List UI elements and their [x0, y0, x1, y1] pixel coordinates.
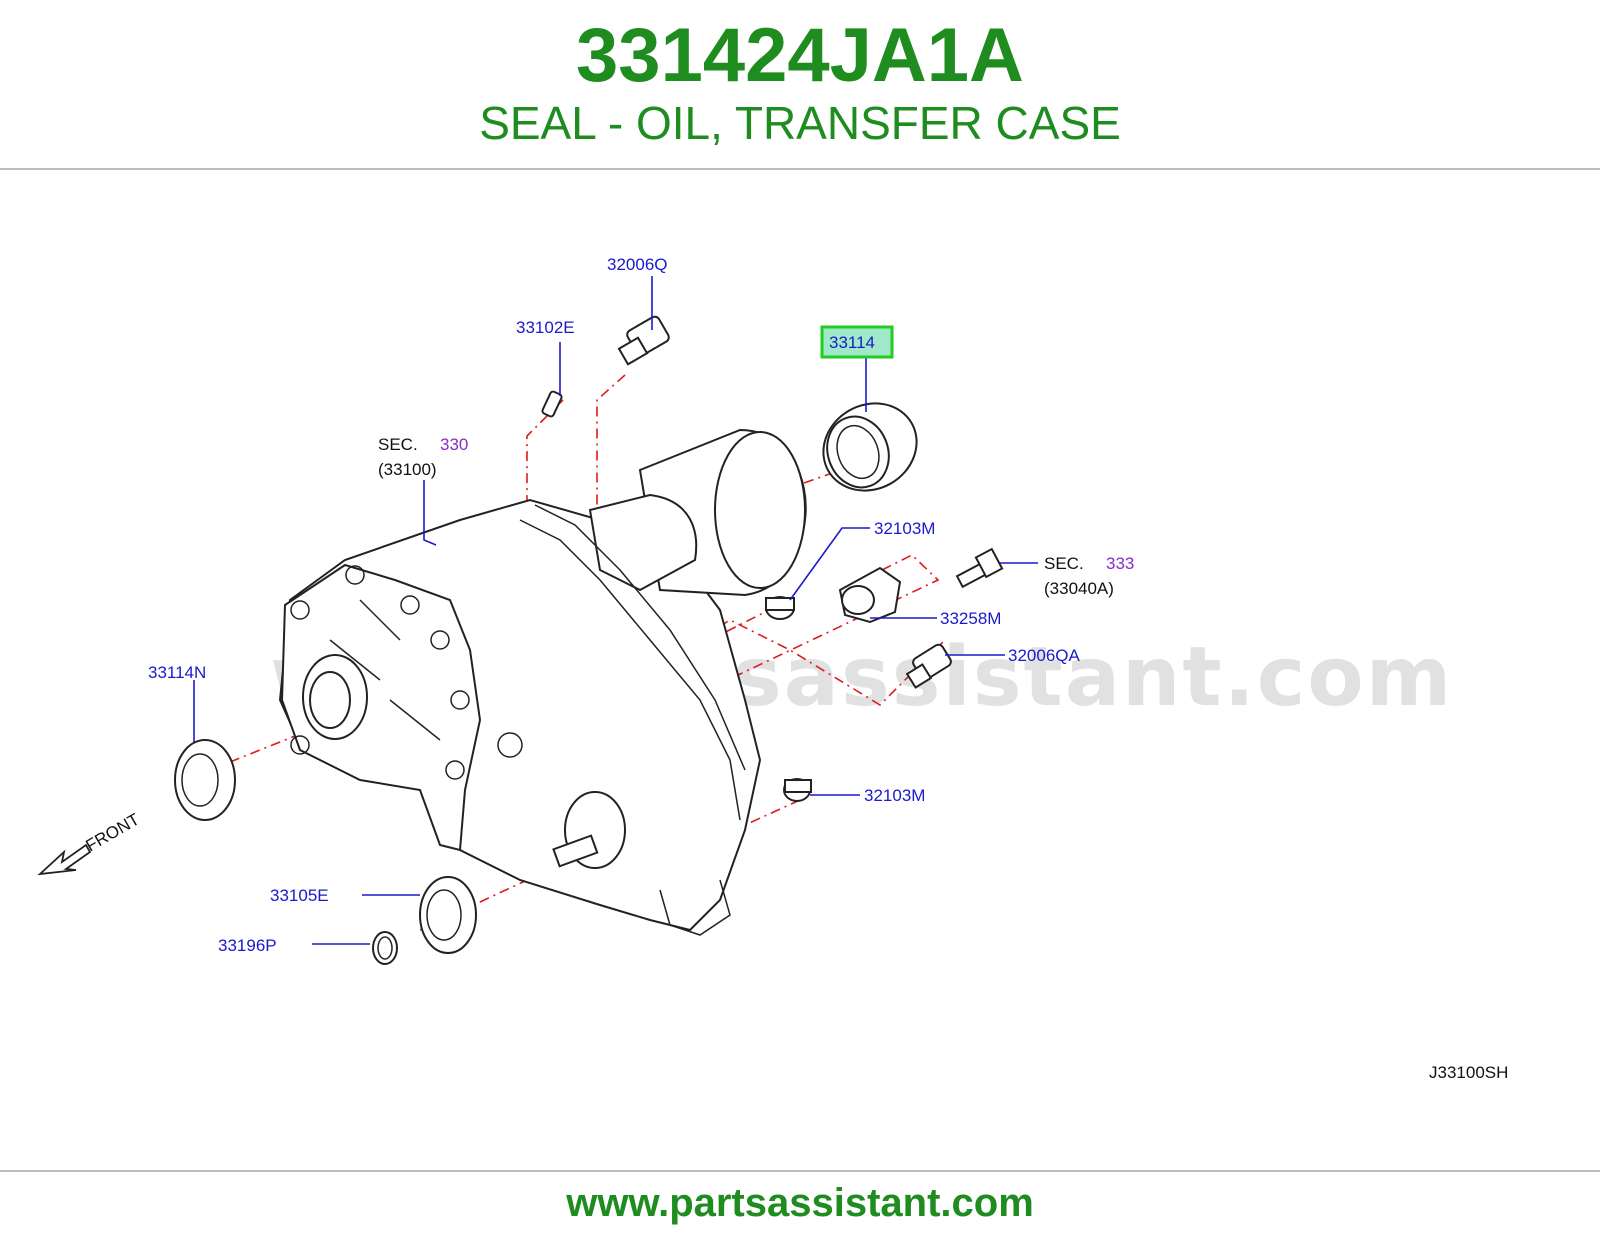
part-32103M-plug-bottom	[783, 778, 812, 802]
part-description: SEAL - OIL, TRANSFER CASE	[479, 97, 1121, 149]
label-32006Q[interactable]: 32006Q	[607, 255, 668, 274]
sec-330-prefix: SEC.	[378, 435, 418, 454]
part-33196P-o-ring	[372, 931, 398, 965]
label-33102E[interactable]: 33102E	[516, 318, 575, 337]
sec-333-sub: (33040A)	[1044, 579, 1114, 598]
sec-333-prefix: SEC.	[1044, 554, 1084, 573]
front-label: FRONT	[83, 810, 143, 856]
part-33040A-bolt	[955, 547, 1004, 589]
part-32103M-plug-top	[765, 596, 795, 620]
part-32006Q-switch	[617, 315, 670, 366]
header-divider	[0, 168, 1600, 170]
part-33258M-sensor	[838, 566, 902, 624]
label-33105E[interactable]: 33105E	[270, 886, 329, 905]
front-arrow-icon	[37, 843, 92, 876]
diagram-code: J33100SH	[1429, 1063, 1508, 1082]
part-33114-oil-seal	[822, 402, 918, 492]
label-33258M[interactable]: 33258M	[940, 609, 1001, 628]
label-32103M-top[interactable]: 32103M	[874, 519, 935, 538]
label-33114N[interactable]: 33114N	[148, 663, 206, 682]
footer-divider	[0, 1170, 1600, 1172]
part-32006QA-switch	[905, 643, 952, 689]
label-32103M-bottom[interactable]: 32103M	[864, 786, 925, 805]
part-33105E-oil-seal	[419, 876, 477, 954]
part-33102E-pin	[541, 390, 563, 418]
leader-lines	[193, 276, 1038, 945]
sec-330-number[interactable]: 330	[440, 435, 468, 454]
label-32006QA[interactable]: 32006QA	[1008, 646, 1080, 665]
part-33114N-oil-seal	[174, 739, 236, 821]
highlight-box	[820, 325, 894, 359]
label-33114[interactable]: 33114	[829, 333, 875, 352]
label-33196P[interactable]: 33196P	[218, 936, 277, 955]
sec-330-sub: (33100)	[378, 460, 437, 479]
transfer-case-housing	[278, 428, 807, 936]
sec-333-number[interactable]: 333	[1106, 554, 1134, 573]
part-number-title: 331424JA1A	[576, 13, 1024, 98]
footer-url[interactable]: www.partsassistant.com	[566, 1181, 1034, 1225]
